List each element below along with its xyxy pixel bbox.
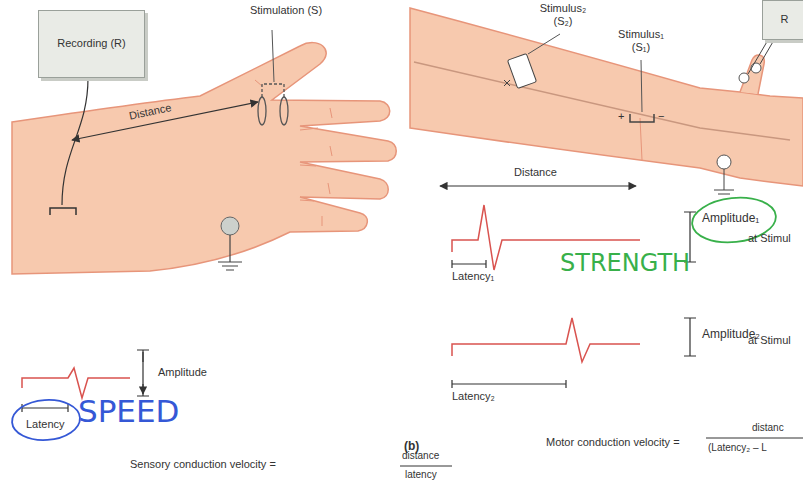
arm bbox=[410, 8, 803, 186]
recording-wire bbox=[748, 40, 774, 74]
leader-line bbox=[641, 60, 642, 112]
label: Distance bbox=[514, 166, 557, 179]
latency-bar bbox=[452, 260, 486, 268]
label: at Stimul bbox=[748, 334, 791, 347]
box-label: R bbox=[775, 13, 795, 27]
amplitude-bracket bbox=[684, 318, 696, 356]
nerve bbox=[414, 62, 790, 140]
recording-electrode bbox=[751, 63, 761, 73]
label: Motor conduction velocity = bbox=[546, 436, 680, 449]
box-label: Recording (R) bbox=[51, 37, 131, 51]
amplitude-arrows bbox=[142, 352, 143, 394]
wrist-crease bbox=[640, 118, 642, 160]
label: Latency bbox=[26, 418, 65, 431]
stimulus-electrode bbox=[630, 114, 654, 122]
recording-wire bbox=[62, 78, 88, 205]
label: Amplitude bbox=[158, 366, 207, 379]
label: SPEED bbox=[78, 394, 179, 430]
handdrawn-circle bbox=[11, 398, 82, 443]
label: Stimulus₂ (S₂) bbox=[530, 2, 596, 27]
label: Latency₁ bbox=[452, 270, 494, 283]
ring-electrodes bbox=[258, 84, 288, 125]
distance-arrow bbox=[440, 185, 636, 186]
amplitude-bracket bbox=[137, 350, 149, 396]
label: distanc bbox=[752, 422, 784, 434]
label: Latency₂ bbox=[452, 390, 495, 403]
thumb bbox=[740, 55, 764, 94]
label: Amplitude₁ bbox=[702, 212, 759, 226]
distance-arrow bbox=[72, 102, 258, 140]
stimulus-electrode bbox=[504, 53, 537, 88]
motor-waveform bbox=[452, 318, 640, 362]
leader-line bbox=[272, 30, 274, 82]
label: at Stimul bbox=[748, 232, 791, 245]
ground-symbol bbox=[218, 235, 242, 270]
label: Sensory conduction velocity = bbox=[130, 458, 276, 471]
label: Stimulation (S) bbox=[246, 4, 326, 17]
recording-box: Recording (R) bbox=[38, 10, 145, 78]
ground-symbol bbox=[714, 169, 734, 194]
label: STRENGTH bbox=[560, 250, 690, 278]
label: − bbox=[658, 110, 664, 123]
fraction-bar bbox=[706, 438, 803, 439]
latency-bar bbox=[22, 404, 68, 412]
recording-electrode bbox=[739, 73, 749, 83]
label: latency bbox=[405, 469, 437, 481]
ground-electrode bbox=[717, 155, 731, 169]
leader-line bbox=[528, 34, 560, 54]
label: Stimulus₁ (S₁) bbox=[608, 28, 674, 53]
fraction-bar bbox=[400, 466, 452, 467]
finger-creases bbox=[255, 80, 332, 226]
recording-box: R bbox=[762, 0, 803, 40]
ground-electrode bbox=[221, 217, 239, 235]
latency-bar bbox=[452, 380, 566, 388]
label: (b) bbox=[404, 440, 419, 454]
label: + bbox=[618, 110, 624, 123]
label: (Latency₂ – L bbox=[708, 442, 767, 454]
recording-electrode bbox=[50, 208, 76, 215]
